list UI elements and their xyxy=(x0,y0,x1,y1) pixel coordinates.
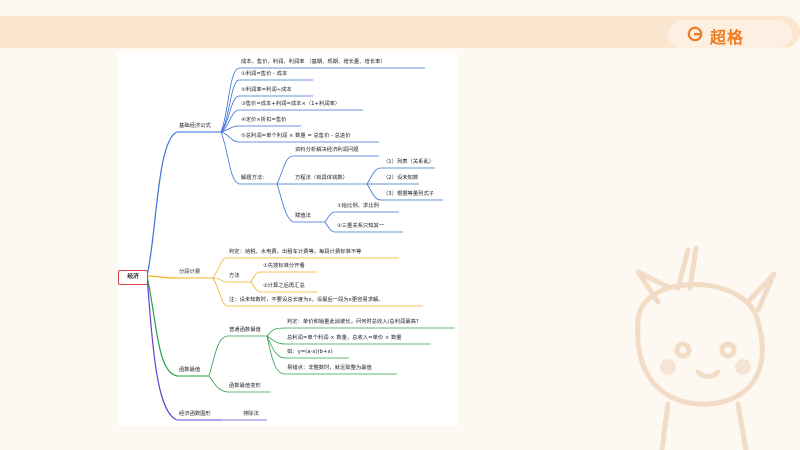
node-assign-step-1: ①给比例、求比例 xyxy=(337,203,379,209)
node-equation-step-2: （2）设未知数 xyxy=(383,175,419,181)
node-segment-judge: 判定：纳税、水电费、出租车计费等，每段计费标准不等 xyxy=(229,249,362,255)
node-equation-step-1: （1）列表（关系乱） xyxy=(383,159,435,165)
node-ordinary-extremum: 普通函数最值 xyxy=(229,327,261,333)
node-formula-2: ②利润率=利润÷成本 xyxy=(241,87,292,93)
unicorn-mascot-watermark xyxy=(635,245,777,450)
node-segment-step-1: ①先按标准分开看 xyxy=(263,263,305,269)
branch-segment-billing: 分段计费 xyxy=(179,269,201,275)
node-extremum-example: 如：y=(a-x)(b+x) xyxy=(287,349,333,355)
node-concepts: 成本、售价、利润、利润率 （基期、现期、增长量、增长率） xyxy=(241,59,386,65)
node-data-analysis: 资料分析解决经济利润问题 xyxy=(295,147,359,153)
node-equation-step-3: （3）根据等量列式子 xyxy=(383,191,435,197)
node-extremum-variant: 函数最值变形 xyxy=(229,383,261,389)
node-formula-1: ①利润=售价 - 成本 xyxy=(241,71,288,77)
node-elimination: 排除法 xyxy=(243,411,259,417)
brand-logo-text: 超格 xyxy=(710,28,745,47)
mindmap-canvas: 经济 基础经济公式 成本、售价、利润、利润率 （基期、现期、增长量、增长率） ①… xyxy=(117,52,457,426)
branch-function-extremum: 函数最值 xyxy=(179,367,201,373)
brand-logo-icon xyxy=(687,26,703,42)
mindmap-connectors xyxy=(146,67,455,421)
node-segment-note: 注：设未知数时，不要设总长度为x，设最后一段为x更容易求解。 xyxy=(229,297,384,303)
node-formula-3: ③售价=成本+利润=成本×（1+利润率） xyxy=(241,101,341,107)
node-segment-step-2: ②计算之后再汇总 xyxy=(263,283,305,289)
node-formula-5: ⑤总利润=单个利润 × 数量 = 总售价 - 总进价 xyxy=(241,133,351,139)
top-banner xyxy=(0,16,800,48)
node-segment-method: 方法 xyxy=(229,273,240,279)
branch-basic-formulas: 基础经济公式 xyxy=(179,123,211,129)
node-formula-4: ④定价×折扣=售价 xyxy=(241,117,287,123)
node-solving-methods: 解题方法: xyxy=(241,175,264,181)
node-assign-step-2: ②三量关系只知其一 xyxy=(337,223,385,229)
node-extremum-formula: 总利润=单个利润 × 数量，总收入=单价 × 数量 xyxy=(287,335,402,341)
mindmap-root-node: 经济 xyxy=(118,270,148,285)
node-extremum-judge: 判定：单价和销量此消彼长，问何时总收入/总利润最高? xyxy=(287,319,419,325)
node-extremum-pitfall: 易错点：非整数时，就近取整为最值 xyxy=(287,365,372,371)
node-assign-method: 赋值法 xyxy=(295,213,311,219)
node-equation-method: 方程法（有具体钱数） xyxy=(295,175,348,181)
branch-economic-graphs: 经济函数图形 xyxy=(179,411,211,417)
